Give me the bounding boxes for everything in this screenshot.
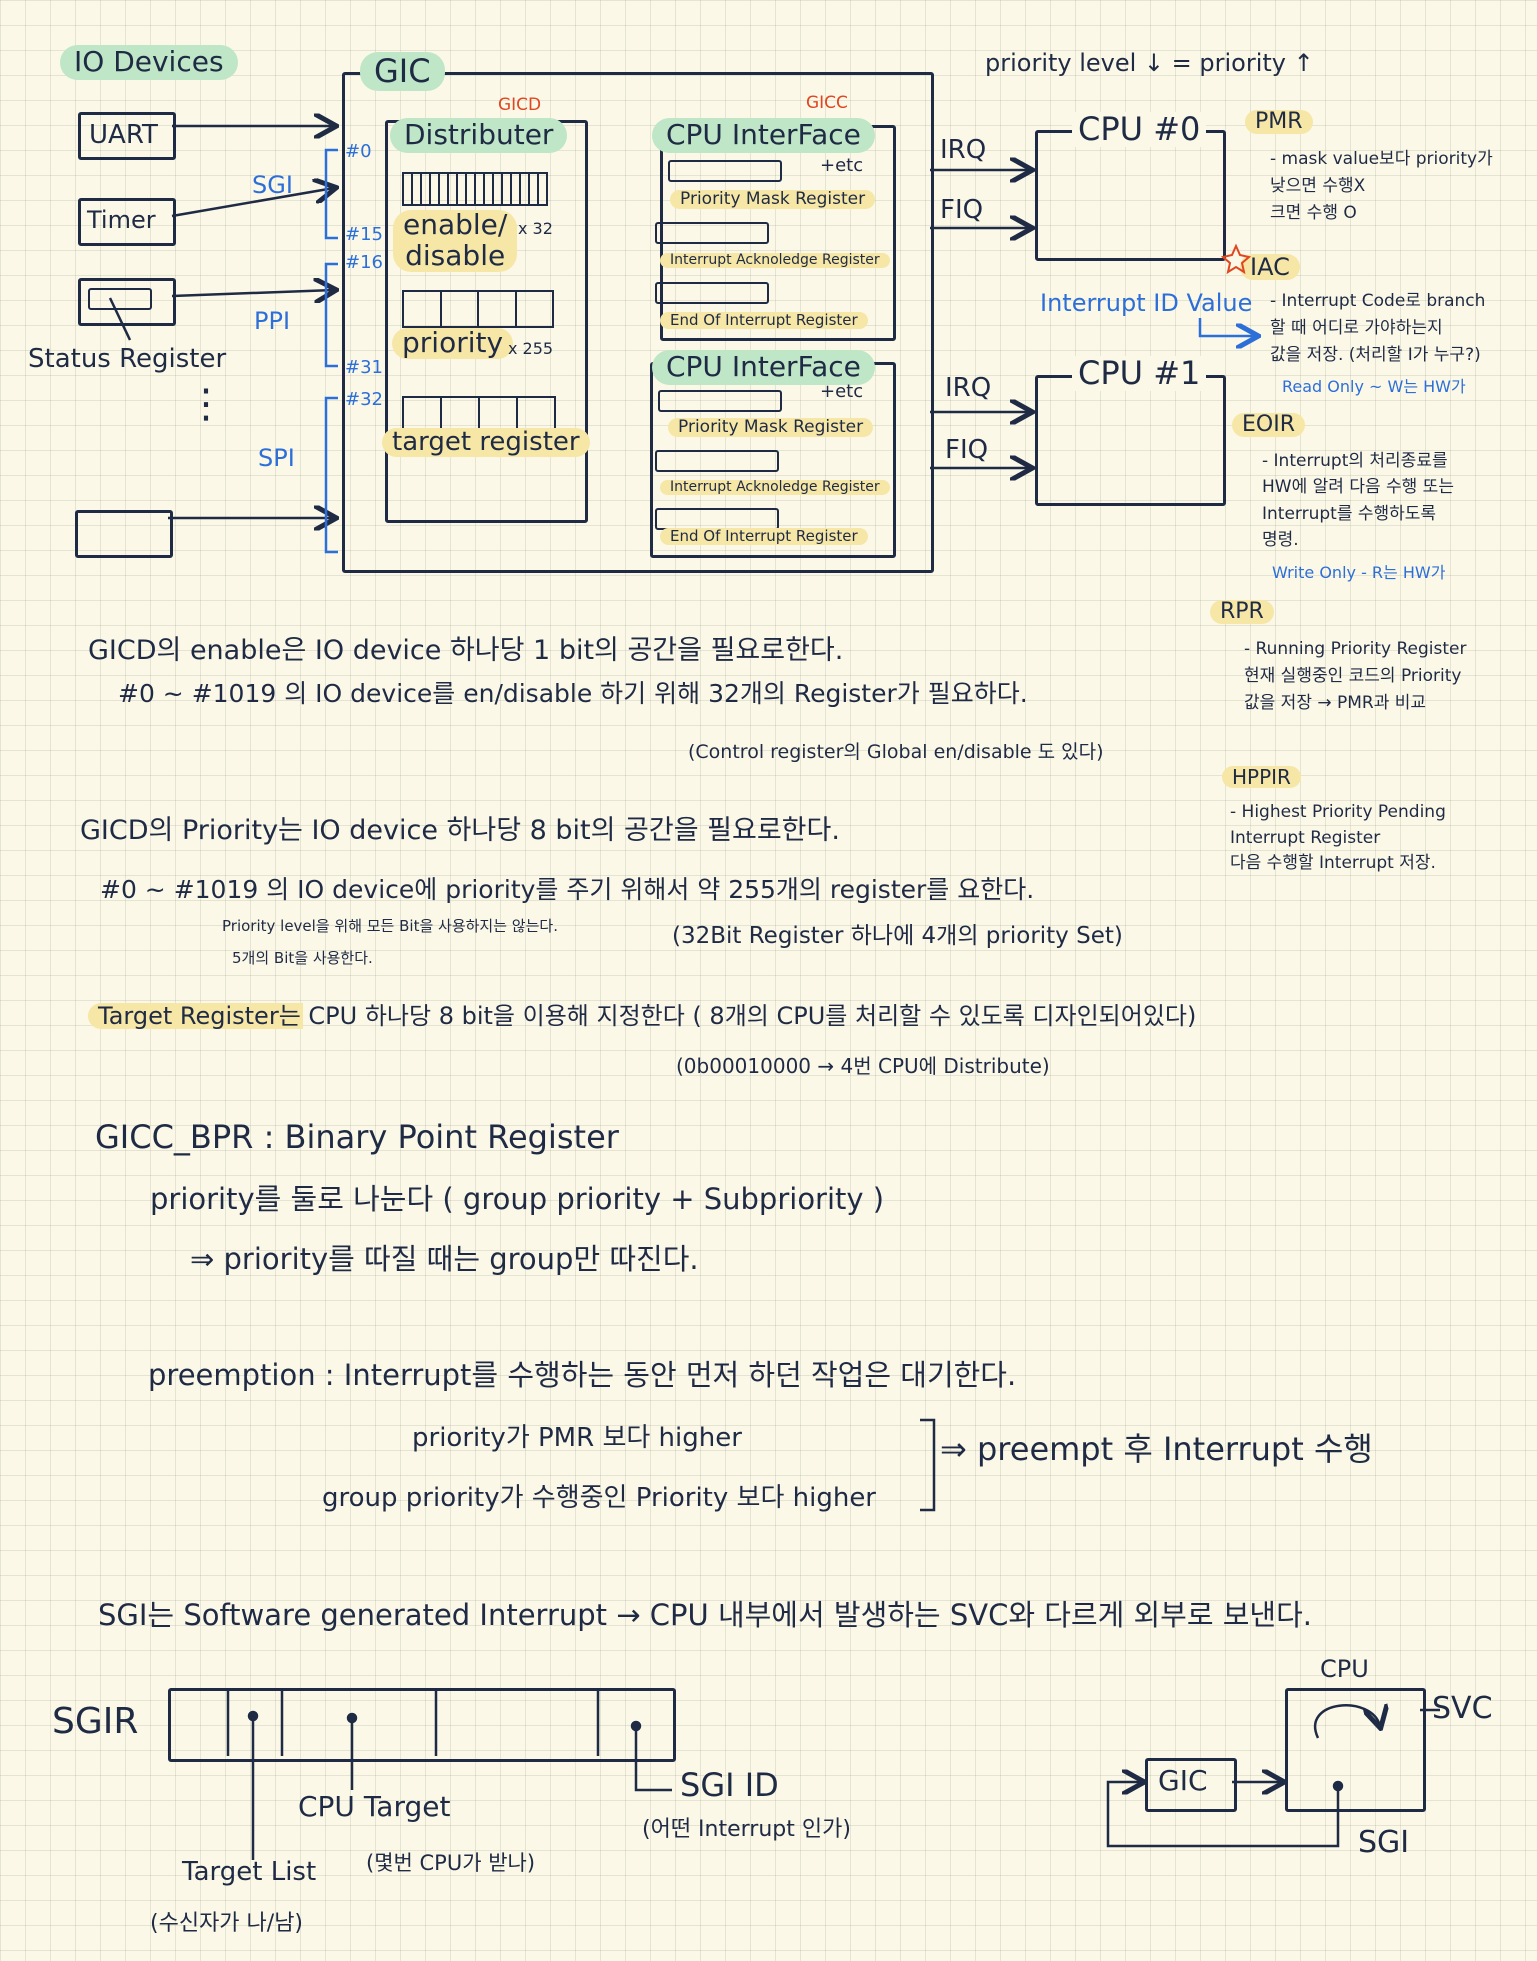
pmr-1-box xyxy=(658,390,782,412)
rpr-note-text: - Running Priority Register 현재 실행중인 코드의 … xyxy=(1244,639,1467,714)
line-priority-set: (32Bit Register 하나에 4개의 priority Set) xyxy=(672,923,1123,949)
fiq-0-label: FIQ xyxy=(940,195,984,225)
eoir-note-text: - Interrupt의 처리종료를 HW에 알려 다음 수행 또는 Inter… xyxy=(1262,451,1454,551)
priority-label: priority xyxy=(392,327,514,359)
sgi-range-label: SGI xyxy=(252,171,293,199)
eoi-1-label: End Of Interrupt Register xyxy=(660,528,868,545)
hppir-note-title: HPPIR xyxy=(1222,766,1301,788)
iar-0-box xyxy=(655,222,769,244)
mini-sgi-label: SGI xyxy=(1358,1825,1410,1860)
cpu-0-label: CPU #0 xyxy=(1072,111,1207,148)
sgir-label: SGIR xyxy=(52,1701,139,1742)
priority-level-note: priority level ↓ = priority ↑ xyxy=(985,49,1314,77)
range-15: #15 xyxy=(345,224,383,245)
line-target-register: Target Register는 CPU 하나당 8 bit을 이용해 지정한다… xyxy=(88,1003,1207,1029)
last-device-box xyxy=(75,510,173,558)
irq-0-label: IRQ xyxy=(940,135,987,165)
cpu-target-note: (몇번 CPU가 받나) xyxy=(366,1851,536,1875)
cpu-interface-0-etc: +etc xyxy=(820,155,864,176)
status-register-label: Status Register xyxy=(28,344,227,374)
more-devices-dots: ⋮ xyxy=(186,381,226,427)
mini-svc-label: SVC xyxy=(1432,1691,1493,1726)
enable-count: x 32 xyxy=(518,219,553,238)
cpu-interface-1-etc: +etc xyxy=(820,381,864,402)
mini-cpu-box xyxy=(1285,1688,1426,1812)
gic-title: GIC xyxy=(360,52,445,92)
distributer-title: Distributer xyxy=(390,118,568,153)
eoi-0-box xyxy=(655,282,769,304)
cpu-target-label: CPU Target xyxy=(298,1790,451,1823)
eoir-note-title: EOIR xyxy=(1232,412,1305,438)
interrupt-id-value-label: Interrupt ID Value xyxy=(1040,289,1253,317)
target-register-label: target register xyxy=(382,428,590,457)
cpu-interface-0-title: CPU InterFace xyxy=(652,118,875,153)
iac-note-title: IAC xyxy=(1240,254,1300,280)
pmr-0-box xyxy=(668,160,782,182)
priority-cells xyxy=(402,290,554,328)
mini-cpu-label: CPU xyxy=(1320,1655,1369,1683)
line-gicd-priority: GICD의 Priority는 IO device 하나당 8 bit의 공간을… xyxy=(80,815,840,846)
cpu-interface-1-title: CPU InterFace xyxy=(652,350,875,385)
enable-label: enable/ disable xyxy=(393,209,518,272)
target-list-label: Target List xyxy=(182,1857,317,1887)
iar-1-label: Interrupt Acknoledge Register xyxy=(660,479,890,496)
line-preemption: preemption : Interrupt를 수행하는 동안 먼저 하던 작업… xyxy=(148,1358,1017,1392)
sgi-id-label: SGI ID xyxy=(680,1766,779,1804)
pmr-note-text: - mask value보다 priority가 낮으면 수행X 크면 수행 O xyxy=(1270,149,1493,224)
iar-1-box xyxy=(655,450,779,472)
eoi-0-label: End Of Interrupt Register xyxy=(660,312,868,329)
line-gicd-enable: GICD의 enable은 IO device 하나당 1 bit의 공간을 필… xyxy=(88,635,844,666)
io-devices-label: IO Devices xyxy=(60,45,238,80)
line-target-example: (0b00010000 → 4번 CPU에 Distribute) xyxy=(676,1054,1050,1078)
uart-box: UART xyxy=(78,112,176,160)
iar-0-label: Interrupt Acknoledge Register xyxy=(660,252,890,269)
line-group-higher: group priority가 수행중인 Priority 보다 higher xyxy=(322,1483,876,1513)
gicd-label: GICD xyxy=(498,95,542,115)
line-gicc-bpr: GICC_BPR : Binary Point Register xyxy=(95,1118,619,1156)
timer-box: Timer xyxy=(78,198,176,246)
spi-range-label: SPI xyxy=(258,444,295,472)
mini-gic-label: GIC xyxy=(1158,1764,1208,1797)
range-16: #16 xyxy=(345,252,383,273)
line-enable-registers: #0 ~ #1019 의 IO device를 en/disable 하기 위해… xyxy=(118,679,1028,708)
iac-note-text: - Interrupt Code로 branch 할 때 어디로 가야하는지 값… xyxy=(1270,291,1486,366)
line-control-register: (Control register의 Global en/disable 도 있… xyxy=(688,741,1104,763)
range-32: #32 xyxy=(345,389,383,410)
line-preempt-result: ⇒ preempt 후 Interrupt 수행 xyxy=(940,1430,1373,1468)
ppi-range-label: PPI xyxy=(254,307,291,335)
status-register-box xyxy=(88,288,152,310)
eoir-note-access: Write Only - R는 HW가 xyxy=(1272,563,1446,582)
line-group-only: ⇒ priority를 따질 때는 group만 따진다. xyxy=(190,1242,699,1276)
rpr-note-title: RPR xyxy=(1210,599,1274,625)
timer-label: Timer xyxy=(87,206,156,234)
range-0: #0 xyxy=(345,141,372,162)
pmr-0-label: Priority Mask Register xyxy=(670,190,876,209)
line-sgi-definition: SGI는 Software generated Interrupt → CPU … xyxy=(98,1598,1312,1632)
gic-box xyxy=(342,72,934,573)
enable-bits xyxy=(402,172,548,206)
line-pmr-higher: priority가 PMR 보다 higher xyxy=(412,1423,742,1453)
status-device-box xyxy=(78,278,176,326)
cpu-1-label: CPU #1 xyxy=(1072,355,1207,392)
fiq-1-label: FIQ xyxy=(945,435,989,465)
pmr-1-label: Priority Mask Register xyxy=(668,418,874,437)
uart-label: UART xyxy=(89,120,158,150)
line-priority-split: priority를 둘로 나눈다 ( group priority + Subp… xyxy=(150,1182,885,1216)
iac-note-access: Read Only ~ W는 HW가 xyxy=(1282,377,1466,396)
irq-1-label: IRQ xyxy=(945,373,992,403)
line-priority-registers: #0 ~ #1019 의 IO device에 priority를 주기 위해서… xyxy=(100,875,1035,904)
pmr-note-title: PMR xyxy=(1245,109,1313,135)
hppir-note-text: - Highest Priority Pending Interrupt Reg… xyxy=(1230,802,1446,873)
target-list-note: (수신자가 나/남) xyxy=(150,1911,304,1936)
range-31: #31 xyxy=(345,357,383,378)
sgir-register xyxy=(168,1688,676,1762)
priority-count: x 255 xyxy=(508,339,554,358)
line-priority-bits-a: Priority level을 위해 모든 Bit을 사용하지는 않는다. xyxy=(222,917,558,935)
sgi-id-note: (어떤 Interrupt 인가) xyxy=(642,1817,851,1842)
line-priority-bits-b: 5개의 Bit을 사용한다. xyxy=(232,949,373,967)
gicc-label: GICC xyxy=(806,93,848,113)
